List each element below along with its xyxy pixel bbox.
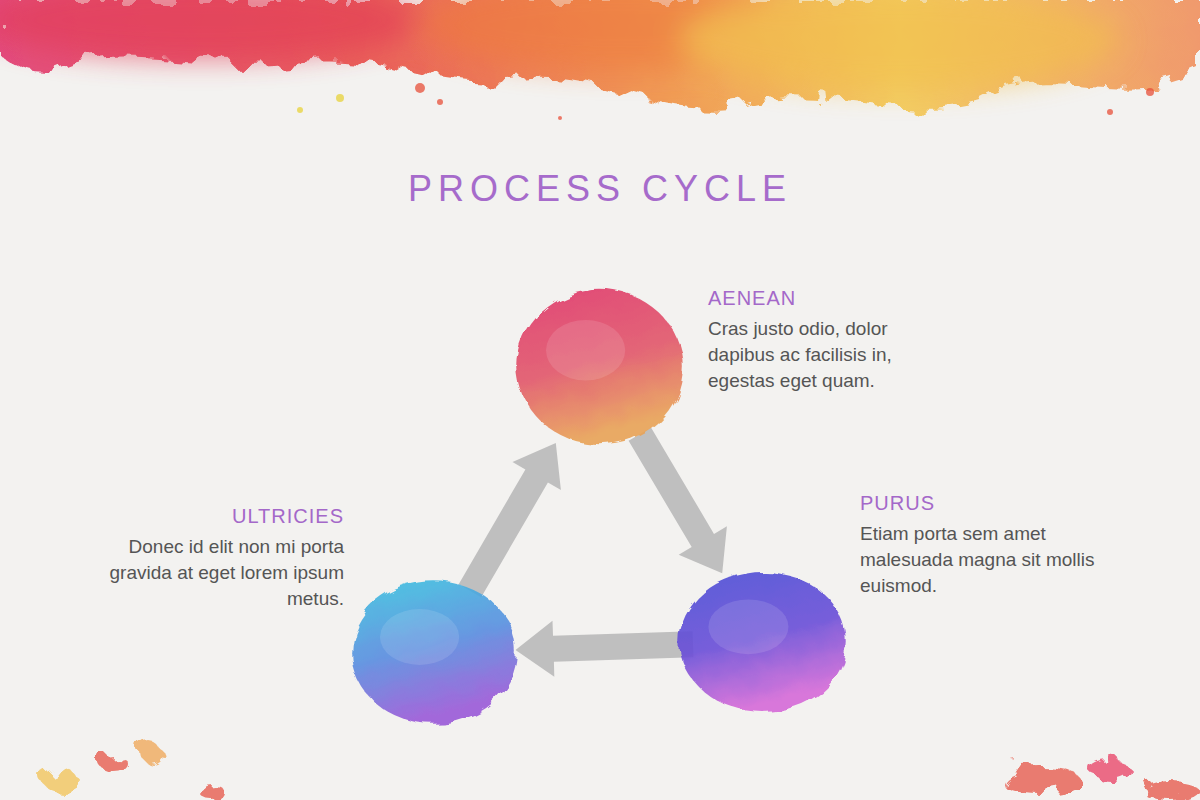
process-circle: ULTRICIESDonec id elit non mi porta grav… [344, 575, 524, 730]
step-text: ULTRICIES Donec id elit non mi porta grav… [104, 505, 344, 612]
cycle-arrow [629, 428, 727, 574]
step-text: AENEAN Cras justo odio, dolor dapibus ac … [708, 287, 948, 394]
cycle-arrow [516, 621, 694, 677]
watercolor-circle [672, 566, 854, 718]
step-description: Cras justo odio, dolor dapibus ac facili… [708, 316, 948, 394]
step-description: Donec id elit non mi porta gravida at eg… [104, 534, 344, 612]
cycle-arrow [459, 443, 561, 597]
watercolor-circle [510, 283, 690, 451]
step-description: Etiam porta sem amet malesuada magna sit… [860, 521, 1100, 599]
process-circle: PURUSEtiam porta sem amet malesuada magn… [672, 566, 854, 718]
watercolor-circle [344, 575, 524, 730]
step-text: PURUS Etiam porta sem amet malesuada magn… [860, 492, 1100, 599]
diagram-title: PROCESS CYCLE [0, 168, 1200, 210]
step-heading: PURUS [860, 492, 1100, 515]
step-heading: AENEAN [708, 287, 948, 310]
step-heading: ULTRICIES [104, 505, 344, 528]
process-circle: AENEANCras justo odio, dolor dapibus ac … [510, 283, 690, 451]
